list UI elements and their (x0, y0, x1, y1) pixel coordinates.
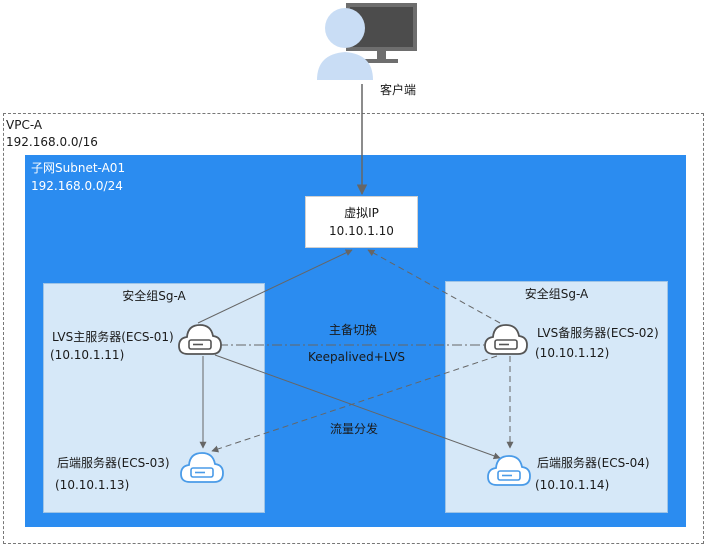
backend-2-ip: (10.10.1.14) (535, 478, 610, 492)
backend-server-1-icon (180, 452, 224, 483)
distribution-label: 流量分发 (330, 422, 379, 436)
backup-to-vip-line (367, 249, 501, 324)
lvs-master-server-icon (178, 324, 222, 355)
lvs-backup-name: LVS备服务器(ECS-02) (537, 326, 659, 340)
subnet-cidr: 192.168.0.0/24 (31, 179, 123, 193)
virtual-ip-label: 虚拟IP (344, 206, 379, 220)
master-to-vip-line (197, 249, 353, 324)
vpc-name: VPC-A (6, 118, 43, 132)
client-label: 客户端 (380, 83, 417, 97)
lvs-backup-server-icon (484, 324, 528, 355)
backend-2-name: 后端服务器(ECS-04) (537, 456, 650, 470)
backend-server-2-icon (487, 455, 531, 486)
virtual-ip-box (305, 196, 418, 248)
client-user-icon (317, 3, 417, 80)
security-group-left (43, 283, 265, 513)
vpc-cidr: 192.168.0.0/16 (6, 135, 98, 149)
subnet-name: 子网Subnet-A01 (31, 161, 126, 175)
backend-1-name: 后端服务器(ECS-03) (57, 456, 170, 470)
security-group-right-label: 安全组Sg-A (524, 287, 589, 301)
virtual-ip-address: 10.10.1.10 (329, 224, 394, 238)
security-group-right (445, 281, 668, 513)
master-to-backend2-line (214, 354, 501, 460)
backup-to-backend1-line (211, 355, 498, 453)
lvs-master-name: LVS主服务器(ECS-01) (52, 330, 174, 344)
failover-label: 主备切换 (329, 323, 378, 337)
lvs-backup-ip: (10.10.1.12) (535, 346, 610, 360)
vpc-boundary (3, 113, 704, 544)
keepalived-label: Keepalived+LVS (308, 350, 406, 364)
backend-1-ip: (10.10.1.13) (55, 478, 130, 492)
security-group-left-label: 安全组Sg-A (122, 289, 186, 303)
lvs-master-ip: (10.10.1.11) (50, 348, 125, 362)
